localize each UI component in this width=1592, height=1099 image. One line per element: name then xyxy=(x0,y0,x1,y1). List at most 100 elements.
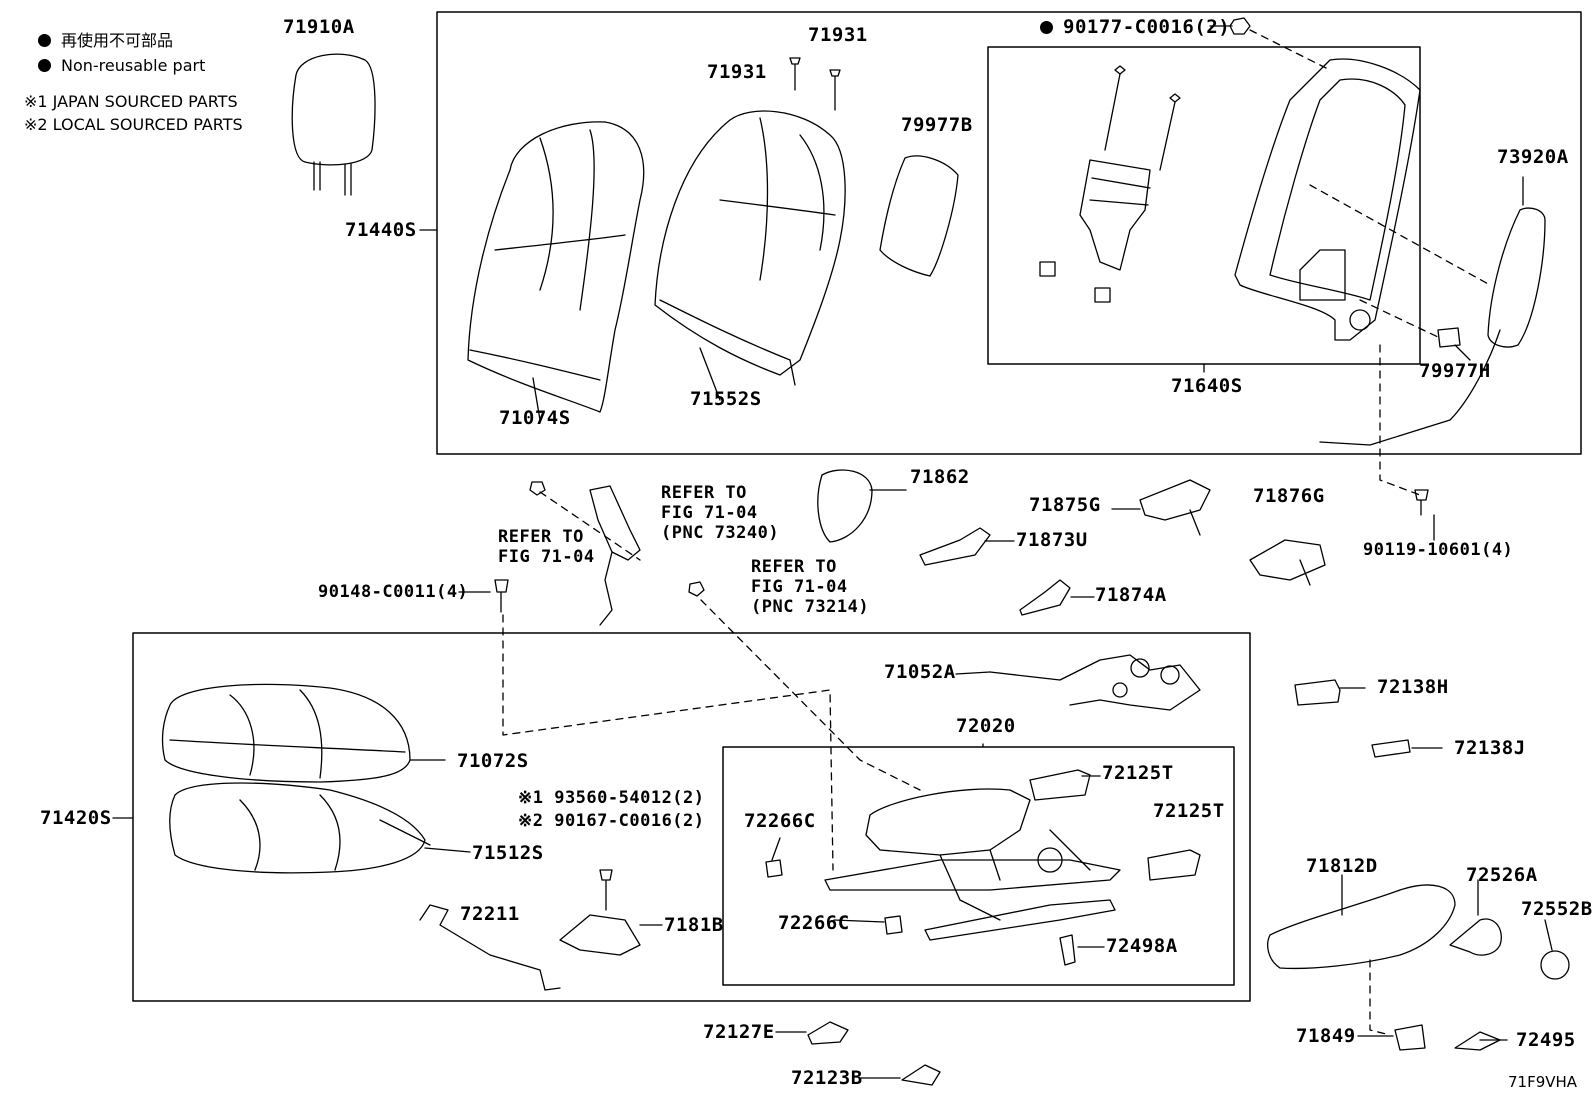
cushion-group-frame xyxy=(132,632,1251,1002)
part-label-72125t-lower: 72125T xyxy=(1153,800,1225,822)
cover-72138h-drawing xyxy=(1294,679,1341,706)
dashed-leaders-upper xyxy=(1249,29,1491,496)
part-label-90177: 90177-C0016(2) xyxy=(1040,18,1230,37)
part-label-72020: 72020 xyxy=(956,715,1016,737)
cover-72125t-lower-drawing xyxy=(1147,849,1201,881)
cover-72495-drawing xyxy=(1454,1031,1501,1051)
part-label-71931-top: 71931 xyxy=(808,24,868,46)
part-label-71910a: 71910A xyxy=(283,16,355,38)
part-label-71052a: 71052A xyxy=(884,661,956,683)
part-label-71420s: 71420S xyxy=(40,807,112,829)
frame-subgroup-box xyxy=(987,46,1421,365)
part-label-72266c-upper: 72266C xyxy=(744,810,816,832)
part-label-71552s: 71552S xyxy=(690,388,762,410)
cushion-cover-drawing xyxy=(161,683,411,783)
shield-71812d-drawing xyxy=(1267,884,1456,970)
part-label-71874a: 71874A xyxy=(1095,584,1167,606)
pad-79977b-drawing xyxy=(879,155,959,277)
part-label-72266c-lower: 72266C xyxy=(778,912,850,934)
part-label-71876g: 71876G xyxy=(1253,485,1325,507)
non-reusable-dot-icon xyxy=(38,34,51,47)
legend-en: Non-reusable part xyxy=(38,58,205,74)
part-label-72211: 72211 xyxy=(460,903,520,925)
part-label-71072s: 71072S xyxy=(457,750,529,772)
part-label-90148: 90148-C0011(4) xyxy=(318,582,469,602)
refer-note-2-line2: FIG 71-04 xyxy=(498,547,595,567)
non-reusable-dot-icon xyxy=(38,59,51,72)
belt-buckle-drawing xyxy=(589,485,641,626)
nut-upper-drawing xyxy=(529,481,546,496)
refer-note-1-line1: REFER TO xyxy=(661,483,747,503)
part-label-71873u: 71873U xyxy=(1016,529,1088,551)
part-label-72125t-upper: 72125T xyxy=(1102,762,1174,784)
seatback-group-frame xyxy=(436,11,1582,455)
part-label-71440s: 71440S xyxy=(345,219,417,241)
part-label-72127e: 72127E xyxy=(703,1021,775,1043)
side-airbag-drawing xyxy=(1319,207,1546,446)
part-label-79977b: 79977B xyxy=(901,114,973,136)
part-label-71512s: 71512S xyxy=(472,842,544,864)
legend-note-1: ※1 JAPAN SOURCED PARTS xyxy=(24,92,238,111)
seatback-pad-drawing xyxy=(654,110,846,386)
bracket-71873u-drawing xyxy=(919,527,991,566)
headrest-drawing xyxy=(291,53,376,196)
seatback-frame-drawing xyxy=(1234,58,1421,341)
part-label-71862: 71862 xyxy=(910,466,970,488)
bolt-90119-drawing xyxy=(1414,489,1429,516)
cover-72138j-drawing xyxy=(1371,739,1411,758)
refer-note-3-line2: FIG 71-04 xyxy=(751,577,848,597)
legend-jp: 再使用不可部品 xyxy=(38,33,173,49)
seatback-cover-drawing xyxy=(467,121,645,413)
part-label-90119: 90119-10601(4) xyxy=(1363,540,1514,560)
dashed-leaders-middle xyxy=(502,491,1391,1036)
non-reusable-dot-icon xyxy=(1040,21,1053,34)
part-label-71931-left: 71931 xyxy=(707,61,767,83)
part-label-72495: 72495 xyxy=(1516,1029,1576,1051)
part-label-73920a: 73920A xyxy=(1497,146,1569,168)
adjuster-subgroup-box xyxy=(722,746,1235,986)
knob-72526a-drawing xyxy=(1449,918,1502,956)
nut-73214-drawing xyxy=(688,581,705,597)
lumbar-mechanism-drawing xyxy=(1039,65,1181,303)
refer-note-2-line1: REFER TO xyxy=(498,527,584,547)
part-label-90167: ※2 90167-C0016(2) xyxy=(518,811,705,831)
cover-72123b-drawing xyxy=(901,1064,941,1086)
part-label-72498a: 72498A xyxy=(1106,935,1178,957)
leader-lines xyxy=(112,25,1553,1079)
wire-72211-drawing xyxy=(419,904,561,991)
part-label-71640s: 71640S xyxy=(1171,375,1243,397)
bolt-90148-drawing xyxy=(494,579,509,613)
cover-72127e-drawing xyxy=(807,1021,849,1045)
refer-note-3-line1: REFER TO xyxy=(751,557,837,577)
part-label-71849: 71849 xyxy=(1296,1025,1356,1047)
refer-note-1-line2: FIG 71-04 xyxy=(661,503,758,523)
nut-90177-drawing xyxy=(1229,17,1251,35)
bolts-71931-drawing xyxy=(789,57,841,111)
part-label-7181b: 7181B xyxy=(664,914,724,936)
cap-72552b-drawing xyxy=(1540,950,1570,980)
label-79977h-drawing xyxy=(1437,327,1461,348)
part-label-72138j: 72138J xyxy=(1454,737,1526,759)
part-label-93560: ※1 93560-54012(2) xyxy=(518,788,705,808)
bracket-71876g-drawing xyxy=(1249,539,1326,586)
refer-note-3-line3: (PNC 73214) xyxy=(751,597,870,617)
part-label-72123b: 72123B xyxy=(791,1067,863,1089)
cover-71862-drawing xyxy=(817,469,873,543)
diagram-code: 71F9VHA xyxy=(1508,1073,1578,1091)
lever-72498a-drawing xyxy=(1059,934,1076,966)
part-label-71074s: 71074S xyxy=(499,407,571,429)
legend-note-2: ※2 LOCAL SOURCED PARTS xyxy=(24,115,243,134)
part-label-72526a: 72526A xyxy=(1466,864,1538,886)
part-label-79977h: 79977H xyxy=(1419,360,1491,382)
part-label-72138h: 72138H xyxy=(1377,676,1449,698)
part-label-71812d: 71812D xyxy=(1306,855,1378,877)
part-label-71875g: 71875G xyxy=(1029,494,1101,516)
seat-adjuster-drawing xyxy=(824,788,1121,941)
refer-note-1-line3: (PNC 73240) xyxy=(661,523,780,543)
bracket-7181b-drawing xyxy=(559,869,641,956)
clip-72266c-upper-drawing xyxy=(765,859,783,878)
bracket-71874a-drawing xyxy=(1019,579,1071,616)
cover-72125t-upper-drawing xyxy=(1029,769,1091,801)
